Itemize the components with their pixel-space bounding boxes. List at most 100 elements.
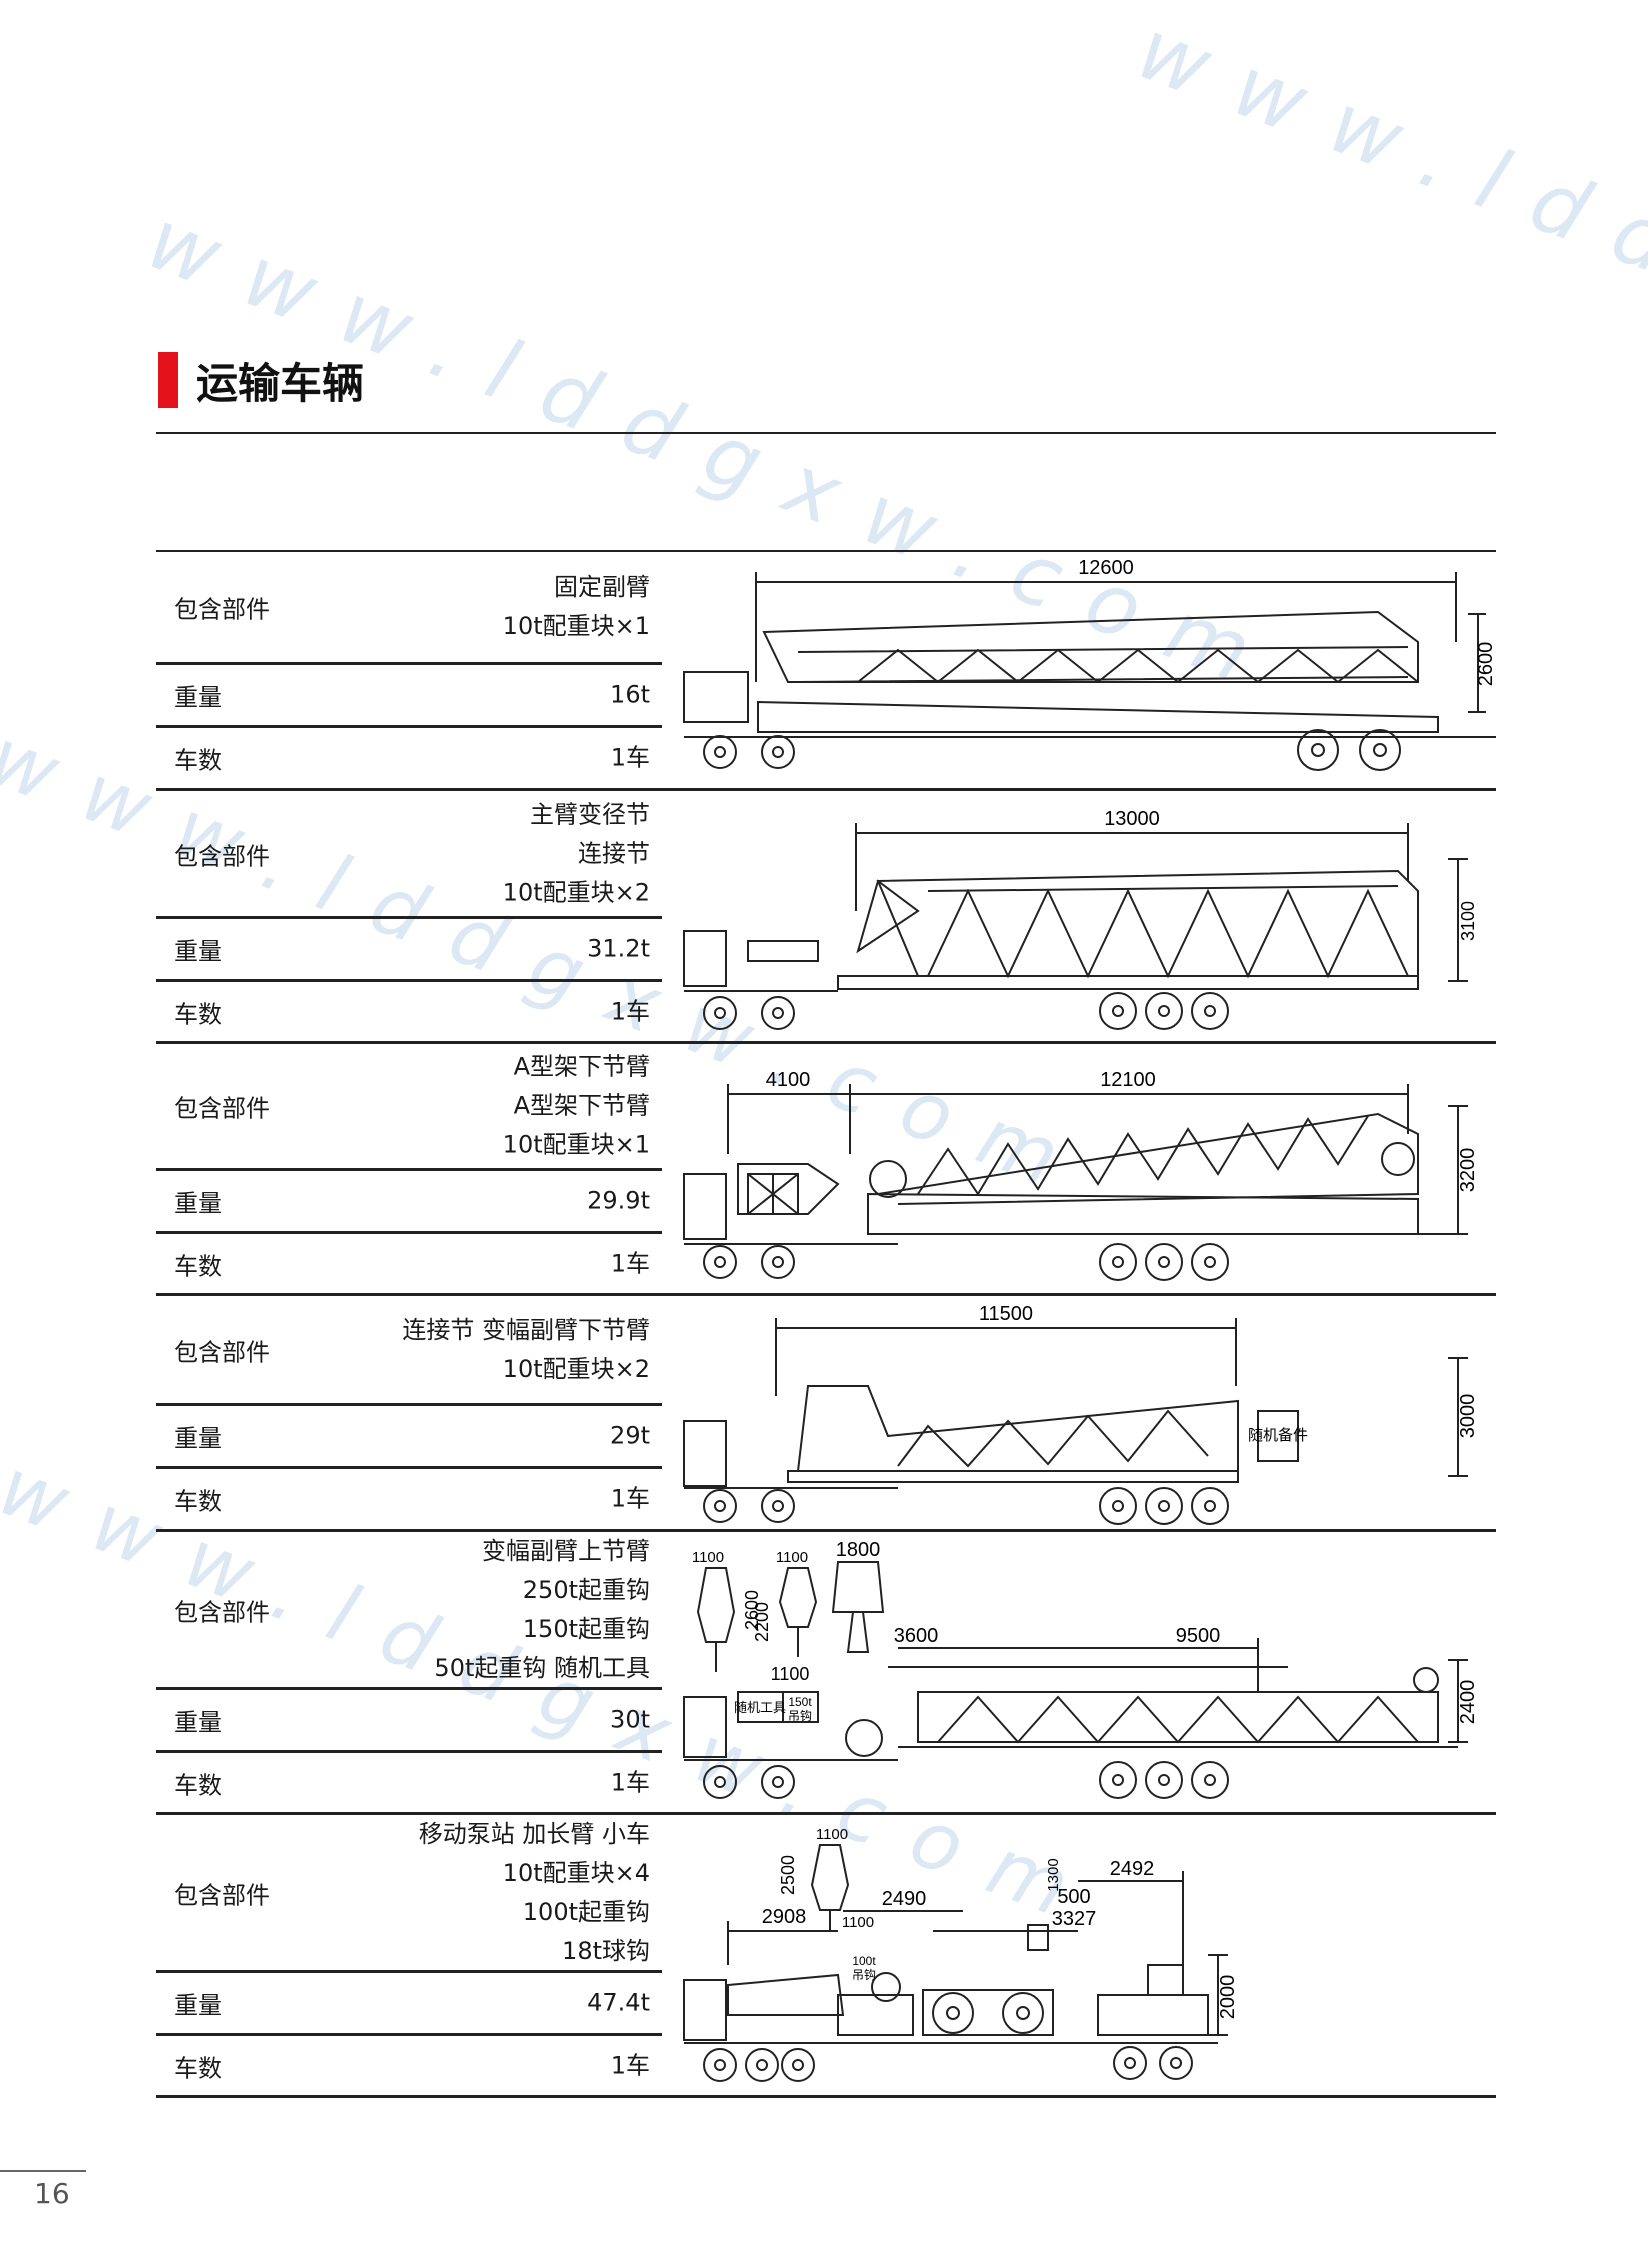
section-header: 运输车辆 [158, 352, 364, 408]
dim-gap: 2490 [882, 1888, 927, 1910]
page-number-rule [0, 2170, 86, 2172]
weight-label: 重量 [174, 1424, 222, 1453]
weight-row: 重量 31.2t [156, 919, 662, 979]
title-accent-bar [158, 352, 178, 408]
count-value: 1车 [610, 1768, 650, 1797]
dim-hook-spacing: 1100 [771, 1664, 810, 1684]
parts-label: 包含部件 [174, 595, 270, 624]
dim-hook-width: 1100 [816, 1826, 848, 1843]
dim-gap: 3600 [894, 1625, 939, 1647]
weight-value: 31.2t [587, 934, 650, 963]
dim-height: 3000 [1457, 1394, 1479, 1439]
hook-box-label: 100t [852, 1954, 876, 1968]
dim-height: 2400 [1457, 1680, 1479, 1725]
hook-box-label: 吊钩 [788, 1709, 812, 1723]
dim-hook2-height: 2200 [752, 1602, 772, 1642]
transport-diagram: 12600 2600 [683, 557, 1496, 771]
dim-wheel-span: 3327 [1052, 1908, 1097, 1930]
count-value: 1车 [610, 743, 650, 772]
hook-box-label: 吊钩 [852, 1968, 876, 1982]
weight-row: 重量 30t [156, 1690, 662, 1750]
count-label: 车数 [174, 1000, 222, 1029]
spare-parts-box-label: 随机备件 [1248, 1427, 1308, 1444]
dim-pump-height: 1300 [1045, 1858, 1062, 1891]
dim-cart-length: 2492 [1110, 1858, 1155, 1880]
weight-row: 重量 29t [156, 1406, 662, 1466]
dim-arm-length: 2908 [762, 1906, 807, 1928]
weight-label: 重量 [174, 683, 222, 712]
count-value: 1车 [610, 997, 650, 1026]
weight-value: 29.9t [587, 1186, 650, 1215]
page-number: 16 [34, 2177, 70, 2210]
count-label: 车数 [174, 1487, 222, 1516]
weight-label: 重量 [174, 1991, 222, 2020]
transport-diagram: 4100 12100 3200 [683, 1069, 1479, 1281]
section-title: 运输车辆 [196, 358, 365, 408]
dim-height: 2000 [1217, 1975, 1239, 2020]
tools-box-label: 随机工具 [734, 1700, 786, 1715]
count-label: 车数 [174, 2054, 222, 2083]
title-rule [156, 432, 1496, 434]
dim-box-width: 1100 [842, 1914, 874, 1931]
transport-diagram: 11500 3000 随机备件 [683, 1303, 1479, 1525]
count-label: 车数 [174, 1252, 222, 1281]
count-label: 车数 [174, 1771, 222, 1800]
dim-height: 3200 [1457, 1148, 1479, 1193]
count-row: 车数 1车 [156, 2036, 662, 2096]
transport-diagram: 1100 2500 2908 1100 2490 1300 500 3327 2… [683, 1826, 1239, 2082]
transport-diagram: 13000 3100 [683, 808, 1478, 1030]
count-value: 1车 [610, 1249, 650, 1278]
transport-diagram: 1100 2600 1100 2200 1800 1100 3600 9500 … [683, 1539, 1479, 1799]
dim-height: 3100 [1458, 901, 1478, 941]
count-row: 车数 1车 [156, 1234, 662, 1294]
dim-length: 13000 [1104, 808, 1160, 830]
count-row: 车数 1车 [156, 728, 662, 788]
weight-label: 重量 [174, 1189, 222, 1218]
count-row: 车数 1车 [156, 1753, 662, 1813]
table-top-rule [156, 550, 1496, 552]
weight-row: 重量 47.4t [156, 1973, 662, 2033]
count-row: 车数 1车 [156, 982, 662, 1042]
count-label: 车数 [174, 746, 222, 775]
count-value: 1车 [610, 2051, 650, 2080]
dim-hook2-width: 1100 [776, 1549, 808, 1566]
weight-row: 重量 29.9t [156, 1171, 662, 1231]
dim-height: 2600 [1475, 642, 1496, 687]
count-value: 1车 [610, 1484, 650, 1513]
hook-box-label: 150t [788, 1695, 812, 1709]
count-row: 车数 1车 [156, 1469, 662, 1529]
parts-label: 包含部件 [174, 1338, 270, 1366]
parts-label: 包含部件 [174, 842, 270, 870]
dim-a: 4100 [766, 1069, 811, 1091]
weight-value: 30t [610, 1705, 650, 1734]
weight-label: 重量 [174, 937, 222, 966]
dim-hook1-width: 1100 [692, 1549, 724, 1566]
parts-label: 包含部件 [174, 1881, 270, 1909]
dim-hook1-height: 2600 [742, 1590, 762, 1630]
weight-value: 47.4t [587, 1988, 650, 2017]
weight-value: 29t [610, 1421, 650, 1450]
dim-hook-height: 2500 [778, 1855, 798, 1895]
parts-label: 包含部件 [174, 1598, 270, 1626]
parts-label: 包含部件 [174, 1094, 270, 1123]
dim-length: 11500 [979, 1303, 1033, 1325]
dim-hook3-width: 1800 [836, 1539, 881, 1561]
watermark: www.lddgxw.com [1124, 0, 1648, 524]
dim-pump-offset: 500 [1057, 1886, 1090, 1908]
